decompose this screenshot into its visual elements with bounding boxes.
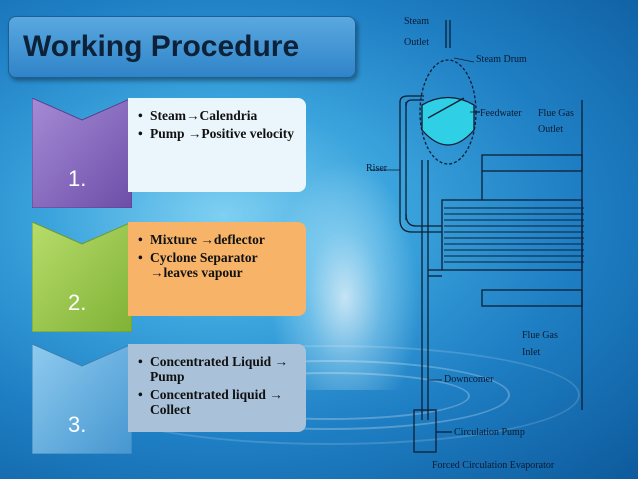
step-3-card: Concentrated Liquid → Pump Concentrated … <box>128 344 306 432</box>
step-2-card: Mixture →deflector Cyclone Separator →le… <box>128 222 306 316</box>
label-circulation-pump: Circulation Pump <box>454 427 525 438</box>
label-feedwater: Feedwater <box>480 108 522 119</box>
page-title: Working Procedure <box>23 30 300 63</box>
step-2-chevron: 2. <box>32 222 132 332</box>
step-3-number: 3. <box>68 412 87 437</box>
label-downcomer: Downcomer <box>444 374 494 385</box>
label-flue-gas-inlet-1: Flue Gas <box>522 330 558 341</box>
step-2-bullet-1: Mixture →deflector <box>138 232 298 247</box>
step-3-bullet-1: Concentrated Liquid → Pump <box>138 354 298 384</box>
label-flue-gas-outlet-1: Flue Gas <box>538 108 574 119</box>
step-1-bullet-2: Pump →Positive velocity <box>138 126 298 141</box>
label-flue-gas-inlet-2: Inlet <box>522 347 541 358</box>
step-2-number: 2. <box>68 290 87 315</box>
label-flue-gas-outlet-2: Outlet <box>538 124 563 135</box>
step-1-card: Steam→Calendria Pump →Positive velocity <box>128 98 306 192</box>
label-steam-drum: Steam Drum <box>476 54 527 65</box>
title-banner: Working Procedure <box>8 16 356 78</box>
step-3-chevron: 3. <box>32 344 132 454</box>
step-1-number: 1. <box>68 166 87 191</box>
step-3-bullet-2: Concentrated liquid → Collect <box>138 387 298 417</box>
label-riser: Riser <box>366 163 388 174</box>
label-steam-outlet-2: Outlet <box>404 37 429 48</box>
evaporator-diagram: Steam Outlet Steam Drum Feedwater Flue G… <box>342 0 638 479</box>
label-steam-outlet-1: Steam <box>404 16 429 27</box>
evaporator-drawing <box>370 20 584 453</box>
step-1-chevron: 1. <box>32 98 132 208</box>
step-2-bullet-2: Cyclone Separator →leaves vapour <box>138 250 298 280</box>
step-1-bullet-1: Steam→Calendria <box>138 108 298 123</box>
diagram-caption: Forced Circulation Evaporator <box>432 460 555 471</box>
